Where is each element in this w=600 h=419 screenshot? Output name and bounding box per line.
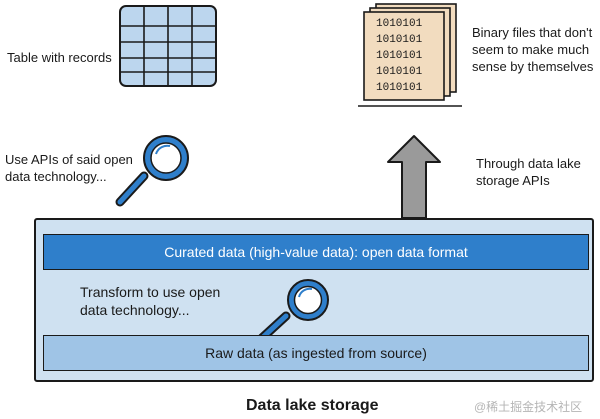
table-caption: Table with records [7, 50, 112, 65]
caption-line: Transform to use open [80, 284, 221, 300]
caption-line: data technology... [80, 302, 190, 318]
binary-files-caption: Binary files that don't seem to make muc… [472, 24, 593, 75]
binary-line: 1010101 [376, 34, 423, 46]
curated-data-layer: Curated data (high-value data): open dat… [43, 234, 589, 270]
transform-caption: Transform to use open data technology... [80, 283, 220, 319]
binary-files-icon: 1010101 1010101 1010101 1010101 1010101 [358, 3, 462, 107]
caption-line: seem to make much [472, 42, 590, 57]
binary-line: 1010101 [376, 50, 423, 62]
binary-line: 1010101 [376, 82, 423, 94]
caption-line: Binary files that don't [472, 25, 593, 40]
storage-apis-caption: Through data lake storage APIs [476, 155, 581, 189]
diagram-title: Data lake storage [246, 397, 379, 414]
watermark: @稀土掘金技术社区 [474, 400, 583, 414]
caption-line: sense by themselves [472, 59, 594, 74]
magnifier-icon [115, 135, 189, 207]
caption-line: Through data lake [476, 156, 581, 171]
up-arrow-icon [387, 135, 441, 219]
caption-line: Use APIs of said open [5, 152, 133, 167]
binary-line: 1010101 [376, 18, 423, 30]
magnifier-icon [257, 279, 329, 343]
raw-data-layer: Raw data (as ingested from source) [43, 335, 589, 371]
caption-line: storage APIs [476, 173, 550, 188]
caption-line: data technology... [5, 169, 107, 184]
use-apis-caption: Use APIs of said open data technology... [5, 151, 133, 185]
binary-line: 1010101 [376, 66, 423, 78]
table-icon [119, 5, 217, 87]
